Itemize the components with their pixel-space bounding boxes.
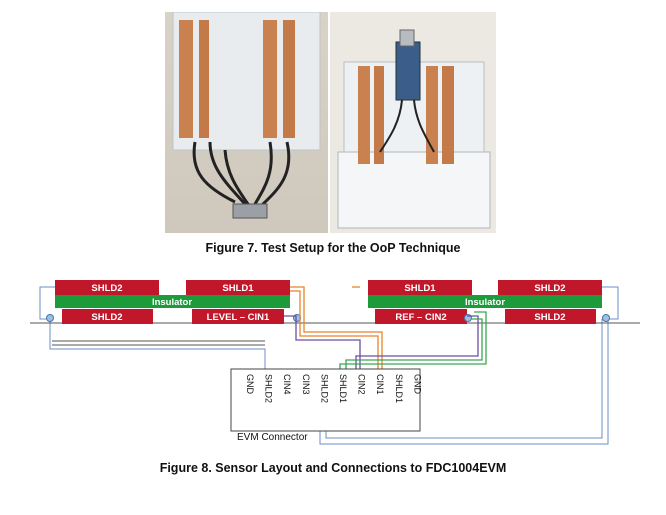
connector-pin-1: GND <box>245 374 255 395</box>
right-top-shld1-electrode <box>368 280 472 295</box>
evm-connector-box <box>230 368 421 432</box>
left-insulator <box>55 295 290 308</box>
right-top-shld2-electrode <box>498 280 602 295</box>
photo-sensor-electrodes-front <box>165 12 328 233</box>
left-top-shld1-electrode <box>186 280 290 295</box>
left-top-shld2-label: SHLD2 <box>91 283 122 294</box>
connector-pin-7: CIN2 <box>357 374 367 395</box>
right-insulator-label: Insulator <box>465 297 505 308</box>
connector-pin-4: CIN3 <box>301 374 311 395</box>
left-bottom-shld2-label: SHLD2 <box>91 312 122 323</box>
connector-pin-6: SHLD1 <box>338 374 348 403</box>
right-bottom-shld2-electrode <box>505 309 596 324</box>
evm-connector-label: EVM Connector <box>237 432 308 443</box>
left-top-shld1-label: SHLD1 <box>222 283 254 294</box>
figure8-caption: Figure 8. Sensor Layout and Connections … <box>159 461 507 475</box>
connector-pin-8: CIN1 <box>375 374 385 395</box>
right-bottom-shld2-label: SHLD2 <box>534 312 565 323</box>
evm-connector-pins: GND SHLD2 CIN4 CIN3 SHLD2 SHLD1 CIN2 CIN1 SHLD1 G… <box>245 374 422 403</box>
figure7-caption: Figure 7. Test Setup for the OoP Techniq… <box>205 241 461 255</box>
left-bottom-shld2-electrode <box>62 309 153 324</box>
right-ref-cin2-label: REF – CIN2 <box>395 312 446 323</box>
wire-shld1-left-b <box>290 290 379 388</box>
right-ref-cin2-electrode <box>375 309 467 324</box>
left-level-cin1-label: LEVEL – CIN1 <box>207 312 270 323</box>
left-level-cin1-electrode <box>192 309 284 324</box>
left-top-shld2-electrode <box>55 280 159 295</box>
photo-test-setup-container <box>330 12 496 233</box>
connector-pin-5: SHLD2 <box>319 374 329 403</box>
wire-cin2 <box>355 315 479 388</box>
right-top-shld2-label: SHLD2 <box>534 283 565 294</box>
connector-pin-2: SHLD2 <box>264 374 274 403</box>
shield-loop-right <box>319 286 619 445</box>
connector-pin-10: GND <box>412 374 422 395</box>
wire-shld1-left <box>290 286 383 388</box>
cable-bundle-left <box>52 340 265 346</box>
right-top-shld1-label: SHLD1 <box>404 283 436 294</box>
sensor-layout-diagram: SHLD2 SHLD1 Insulator SHLD2 LEVEL – CIN1… <box>30 280 640 445</box>
connector-pin-3: CIN4 <box>282 374 292 395</box>
left-insulator-label: Insulator <box>152 297 192 308</box>
connector-pin-9: SHLD1 <box>394 374 404 403</box>
right-insulator <box>368 295 602 308</box>
